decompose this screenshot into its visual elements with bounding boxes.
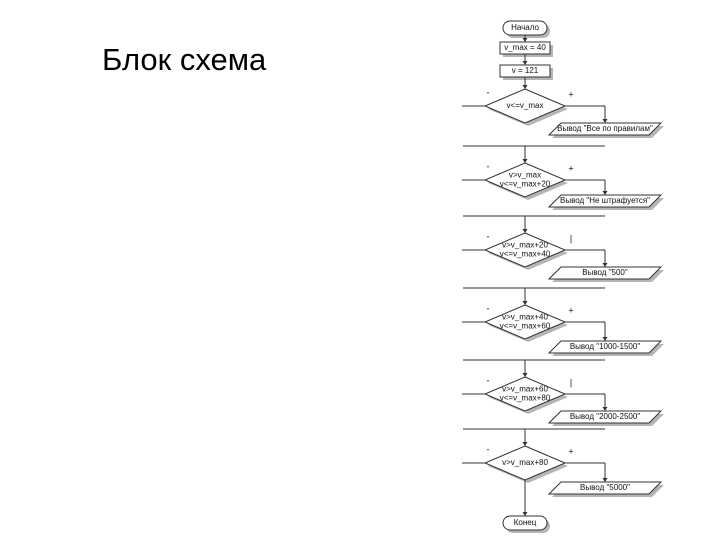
end-terminal <box>502 515 548 531</box>
decision-condition: v>v_max+80 <box>502 458 548 467</box>
arrow-head-icon <box>602 337 608 341</box>
yes-branch-label: + <box>568 163 573 173</box>
output-label: Вывод "500" <box>582 268 628 277</box>
no-branch-label: - <box>487 231 490 241</box>
yes-branch-label: | <box>570 233 572 243</box>
no-branch-label: - <box>487 303 490 313</box>
arrow-head-icon <box>602 191 608 195</box>
arrow-head-icon <box>602 478 608 482</box>
output-label: Вывод "Не штрафуется" <box>560 196 650 205</box>
start-label: Начало <box>511 23 539 32</box>
output-block <box>547 266 663 280</box>
output-label: Вывод "1000-1500" <box>570 342 641 351</box>
arrow-head-icon <box>522 512 528 516</box>
slide-title: Блок схема <box>102 42 267 77</box>
arrow-head-icon <box>522 442 528 446</box>
decision-condition: v<=v_max+20 <box>500 180 551 189</box>
decision-condition: v>v_max <box>509 171 541 180</box>
yes-branch-label: + <box>568 305 573 315</box>
arrow-head-icon <box>522 38 528 42</box>
assignment-label: v_max = 40 <box>504 43 546 52</box>
decision-condition: v>v_max+40 <box>502 313 548 322</box>
arrow-head-icon <box>602 407 608 411</box>
output-block <box>547 122 663 136</box>
arrow-head-icon <box>522 373 528 377</box>
output-label: Вывод "Все по правилам" <box>557 124 653 133</box>
no-branch-label: - <box>487 87 490 97</box>
output-block <box>547 194 663 208</box>
decision-diamond <box>483 376 567 412</box>
output-block <box>547 410 663 424</box>
end-label: Конец <box>514 518 537 527</box>
yes-branch-label: + <box>568 89 573 99</box>
arrow-head-icon <box>602 263 608 267</box>
decision-diamond <box>483 304 567 340</box>
decision-condition: v<=v_max+60 <box>500 322 551 331</box>
no-branch-label: - <box>487 161 490 171</box>
decision-diamond <box>483 88 567 124</box>
output-block <box>547 340 663 354</box>
decision-condition: v<=v_max <box>507 101 544 110</box>
arrow-head-icon <box>522 301 528 305</box>
arrow-head-icon <box>602 119 608 123</box>
decision-condition: v>v_max+20 <box>502 241 548 250</box>
decision-condition: v>v_max+60 <box>502 385 548 394</box>
arrow-head-icon <box>522 229 528 233</box>
output-label: Вывод "2000-2500" <box>570 412 641 421</box>
assignment-label: v = 121 <box>512 66 539 75</box>
no-branch-label: - <box>487 444 490 454</box>
decision-diamond <box>483 162 567 198</box>
no-branch-label: - <box>487 375 490 385</box>
arrow-head-icon <box>522 159 528 163</box>
yes-branch-label: | <box>570 377 572 387</box>
decision-diamond <box>483 232 567 268</box>
yes-branch-label: + <box>568 446 573 456</box>
decision-condition: v<=v_max+80 <box>500 394 551 403</box>
output-block <box>547 481 663 495</box>
decision-condition: v<=v_max+40 <box>500 250 551 259</box>
arrow-head-icon <box>522 85 528 89</box>
arrow-head-icon <box>522 61 528 65</box>
output-label: Вывод "5000" <box>580 483 630 492</box>
